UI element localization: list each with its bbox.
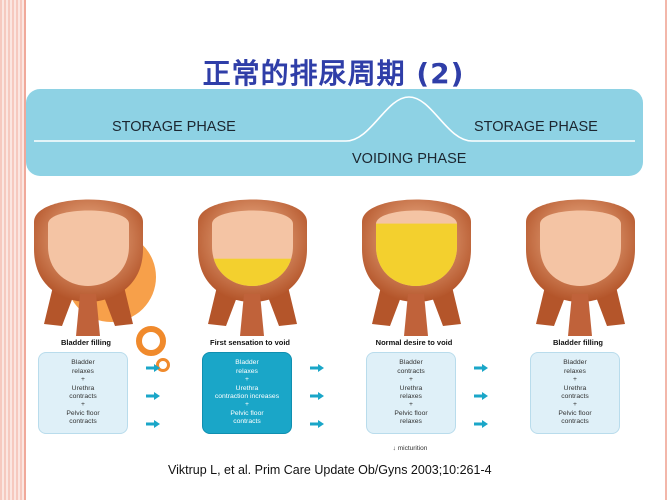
box-line: +	[409, 376, 413, 384]
box-line: Pelvic floor	[394, 409, 428, 417]
box-line: contracts	[69, 393, 97, 400]
arrow-right-icon	[146, 392, 160, 400]
box-line: contracts	[561, 418, 589, 426]
box-line: Bladder	[235, 359, 259, 367]
box-line: relaxes	[72, 367, 94, 375]
arrow-right-icon	[310, 392, 324, 400]
box-line: +	[81, 376, 85, 384]
storage-phase-left-label: STORAGE PHASE	[112, 119, 236, 135]
box-line: Pelvic floor	[66, 409, 100, 417]
urine-level	[376, 223, 457, 286]
box-line: Urethra	[71, 384, 95, 392]
decor-circle-medium	[136, 326, 166, 356]
box-line: relaxes	[564, 367, 586, 375]
bladder-illustration-3	[362, 199, 471, 336]
stage-label: Normal desire to void	[375, 338, 453, 347]
phase-banner: STORAGE PHASE STORAGE PHASE VOIDING PHAS…	[26, 89, 643, 176]
box-line: +	[245, 401, 249, 409]
bladder-illustration-4	[526, 199, 635, 336]
bladder-cavity	[48, 210, 129, 286]
box-line: Urethra	[235, 384, 259, 392]
box-line: contracts	[561, 393, 589, 400]
urethra	[240, 294, 264, 336]
voiding-phase-label: VOIDING PHASE	[352, 151, 467, 167]
stage-label: Bladder filling	[552, 338, 603, 347]
box-line: +	[409, 401, 413, 409]
decor-circle-small	[156, 358, 170, 372]
arrow-right-icon	[310, 420, 324, 428]
box-line: relaxes	[400, 418, 422, 426]
box-line: +	[81, 401, 85, 409]
stripe-edge-line	[24, 0, 26, 500]
phase-curve	[34, 96, 635, 142]
arrow-right-icon	[146, 364, 160, 372]
citation: Viktrup L, et al. Prim Care Update Ob/Gy…	[168, 463, 492, 477]
slide-title: 正常的排尿周期 (2)	[202, 57, 465, 90]
storage-phase-right-label: STORAGE PHASE	[474, 119, 598, 135]
urethra	[404, 294, 428, 336]
box-line: Urethra	[399, 384, 423, 392]
box-line: +	[573, 401, 577, 409]
arrow-right-icon	[310, 364, 324, 372]
box-line: relaxes	[400, 393, 422, 400]
box-line: contraction increases	[214, 393, 280, 400]
bladder-illustration-2	[198, 199, 307, 336]
arrow-right-icon	[474, 364, 488, 372]
box-line: Pelvic floor	[230, 409, 264, 417]
arrow-right-icon	[474, 392, 488, 400]
stage-label: Bladder filling	[60, 338, 111, 347]
box-line: +	[245, 376, 249, 384]
box-line: contracts	[233, 418, 261, 426]
box-line: Bladder	[71, 359, 95, 367]
left-stripe-border	[0, 0, 24, 500]
urethra	[76, 294, 100, 336]
box-line: Urethra	[563, 384, 587, 392]
bladder-cavity	[540, 210, 621, 286]
box-line: contracts	[397, 367, 425, 375]
bladder-illustration-1	[34, 199, 143, 336]
urethra	[568, 294, 592, 336]
box-line: Pelvic floor	[558, 409, 592, 417]
box-line: contracts	[69, 418, 97, 426]
micturition-label: ↓ micturition	[392, 445, 428, 452]
box-line: Bladder	[399, 359, 423, 367]
box-line: Bladder	[563, 359, 587, 367]
box-line: +	[573, 376, 577, 384]
arrow-right-icon	[474, 420, 488, 428]
right-border-line	[665, 0, 667, 500]
box-line: relaxes	[236, 367, 258, 375]
stage-label: First sensation to void	[209, 338, 290, 347]
arrow-right-icon	[146, 420, 160, 428]
